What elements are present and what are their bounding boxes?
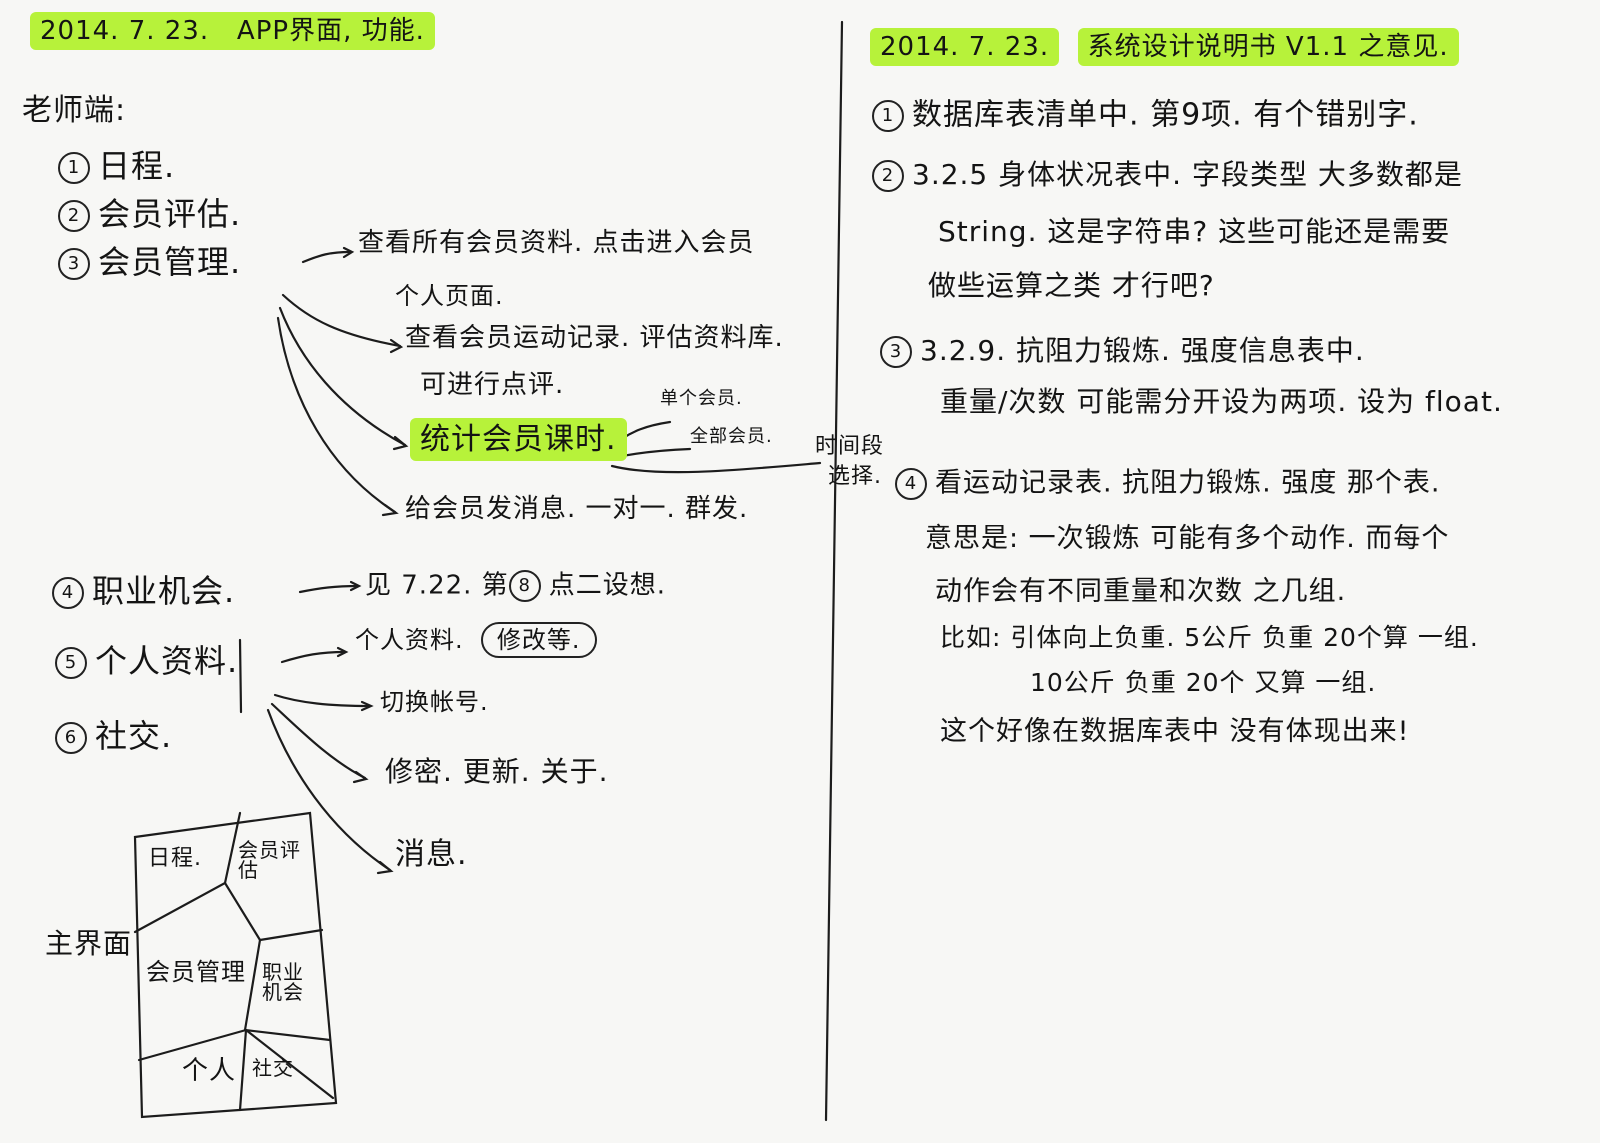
sketch-divider-b <box>223 881 324 942</box>
stats-all: 全部会员. <box>690 426 773 447</box>
profile-news: 消息. <box>395 837 468 872</box>
right-header-title: 系统设计说明书 V1.1 之意见. <box>1077 28 1459 66</box>
sketch-cell: 社交 <box>252 1056 294 1080</box>
sketch-divider-e <box>238 1028 248 1112</box>
right-header-date: 2014. 7. 23. <box>870 28 1060 66</box>
point-4-line: 意思是: 一次锻炼 可能有多个动作. 而每个 <box>925 523 1450 554</box>
arrow-job <box>298 584 360 594</box>
center-divider <box>824 20 844 1122</box>
sketch-cell: 日程. <box>148 846 202 871</box>
stats-time-select-cont: 选择. <box>828 464 882 489</box>
arrow-stats <box>278 306 407 447</box>
sketch-cell: 会员评估 <box>238 838 301 882</box>
member-stats: 统计会员课时. <box>410 418 627 461</box>
member-message: 给会员发消息. 一对一. 群发. <box>405 494 749 524</box>
member-view-all: 查看所有会员资料. 点击进入会员 <box>358 228 755 258</box>
arrow-view-all <box>301 250 352 264</box>
point-4-line: 动作会有不同重量和次数 之几组. <box>935 576 1347 607</box>
left-header: 2014. 7. 23. APP界面, 功能. <box>30 12 435 50</box>
sketch-label: 主界面 <box>45 927 133 960</box>
stats-single: 单个会员. <box>660 388 743 409</box>
sketch-cell: 职业机会 <box>262 960 304 1004</box>
arrow-news <box>266 708 392 872</box>
arrow-message <box>276 316 397 514</box>
right-header: 2014. 7. 23. 系统设计说明书 V1.1 之意见. <box>870 28 1459 66</box>
sketch-cell: 个人 <box>182 1056 237 1086</box>
sketch-divider-f <box>244 1028 335 1100</box>
sketch-divider-d <box>137 1028 248 1062</box>
point-4-line: 10公斤 负重 20个 又算 一组. <box>1030 668 1377 697</box>
section-intro: 老师端: <box>22 93 127 128</box>
sketch-outline <box>133 811 338 1119</box>
point-2-line: String. 这是字符串? 这些可能还是需要 <box>938 215 1451 248</box>
member-records-cont: 可进行点评. <box>420 370 565 400</box>
sketch-cell: 会员管理 <box>146 958 246 986</box>
profile-personal: 个人资料. 修改等. <box>355 622 597 658</box>
left-header-title: APP界面, 功能. <box>236 16 425 46</box>
branch-time <box>610 461 822 474</box>
profile-password: 修密. 更新. 关于. <box>385 755 609 788</box>
left-header-date: 2014. 7. 23. <box>40 16 210 46</box>
point-2-line: 做些运算之类 才行吧? <box>928 269 1215 302</box>
profile-edit: 修改等. <box>480 622 597 658</box>
arrow-records <box>281 293 402 348</box>
profile-switch: 切换帐号. <box>380 688 489 716</box>
stats-time-select: 时间段 <box>815 434 885 459</box>
point-4-line: 这个好像在数据库表中 没有体现出来! <box>940 716 1410 747</box>
member-view-all-cont: 个人页面. <box>395 282 504 310</box>
point-4-line: 比如: 引体向上负重. 5公斤 负重 20个算 一组. <box>940 623 1479 652</box>
profile-divider <box>238 638 243 714</box>
member-records: 查看会员运动记录. 评估资料库. <box>405 323 784 353</box>
point-3-line: 重量/次数 可能需分开设为两项. 设为 float. <box>940 385 1503 418</box>
arrow-personal <box>280 650 347 664</box>
arrow-password <box>270 702 367 780</box>
arrow-switch <box>273 693 372 708</box>
